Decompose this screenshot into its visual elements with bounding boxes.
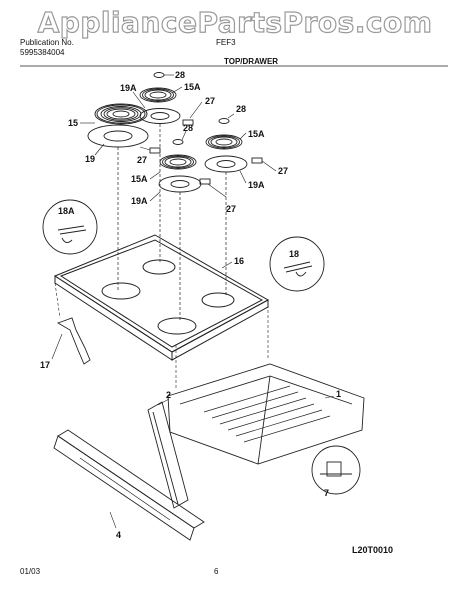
surface-element-right — [205, 134, 243, 150]
callout-19a-mid: 19A — [131, 196, 148, 206]
leader-lines — [51, 74, 335, 529]
drip-bowl-top-center — [139, 108, 181, 124]
callout-7: 7 — [324, 488, 329, 498]
section-title: TOP/DRAWER — [224, 57, 279, 66]
callout-28-mid: 28 — [183, 123, 193, 133]
callout-28-top: 28 — [175, 70, 185, 80]
drawer-front-4 — [53, 429, 205, 541]
page-number: 6 — [214, 567, 219, 576]
callout-15: 15 — [68, 118, 78, 128]
callout-27-low: 27 — [226, 204, 236, 214]
callout-19: 19 — [85, 154, 95, 164]
drip-bowl-right — [204, 155, 248, 173]
callout-27-right: 27 — [278, 166, 288, 176]
detail-circle-18a — [42, 199, 98, 255]
callout-15a-right: 15A — [248, 129, 265, 139]
callout-28-right: 28 — [236, 104, 246, 114]
trim-ring-28a — [153, 72, 165, 78]
publication-number: 5995384004 — [20, 48, 65, 57]
callout-27-mid: 27 — [137, 155, 147, 165]
surface-element-large-left — [94, 103, 148, 125]
callout-15a-mid: 15A — [131, 174, 148, 184]
receptacle-top — [182, 119, 194, 126]
trim-ring-28c — [218, 118, 230, 124]
callout-15a-top: 15A — [184, 82, 201, 92]
side-trim-17 — [56, 317, 91, 365]
footer-date: 01/03 — [20, 567, 41, 576]
detail-circle-7 — [311, 445, 361, 495]
drip-bowl-middle — [158, 175, 202, 193]
drawer-frame-2 — [147, 401, 189, 509]
callout-19a-right: 19A — [248, 180, 265, 190]
watermark: AppliancePartsPros.com — [37, 5, 433, 39]
surface-element-middle — [159, 154, 197, 170]
callout-18: 18 — [289, 249, 299, 259]
callout-17: 17 — [40, 360, 50, 370]
callout-2: 2 — [166, 390, 171, 400]
drip-bowl-large-left — [87, 124, 149, 148]
callout-18a: 18A — [58, 206, 75, 216]
callout-27-top: 27 — [205, 96, 215, 106]
detail-circle-18 — [269, 236, 325, 292]
callout-16: 16 — [234, 256, 244, 266]
main-top-16 — [53, 234, 270, 361]
receptacle-right — [251, 157, 263, 164]
receptacle-left — [149, 147, 161, 154]
receptacle-mid — [199, 178, 211, 185]
figure-code: L20T0010 — [352, 545, 394, 555]
callout-1: 1 — [336, 389, 341, 399]
surface-element-top-center — [139, 87, 177, 103]
model-number: FEF3 — [216, 38, 236, 47]
leader-drop-lines — [117, 124, 227, 320]
callout-4: 4 — [116, 530, 121, 540]
drawer-1 — [167, 305, 365, 465]
callout-19a-top: 19A — [120, 83, 137, 93]
publication-label: Publication No. — [20, 38, 74, 47]
trim-ring-28b — [172, 139, 184, 145]
